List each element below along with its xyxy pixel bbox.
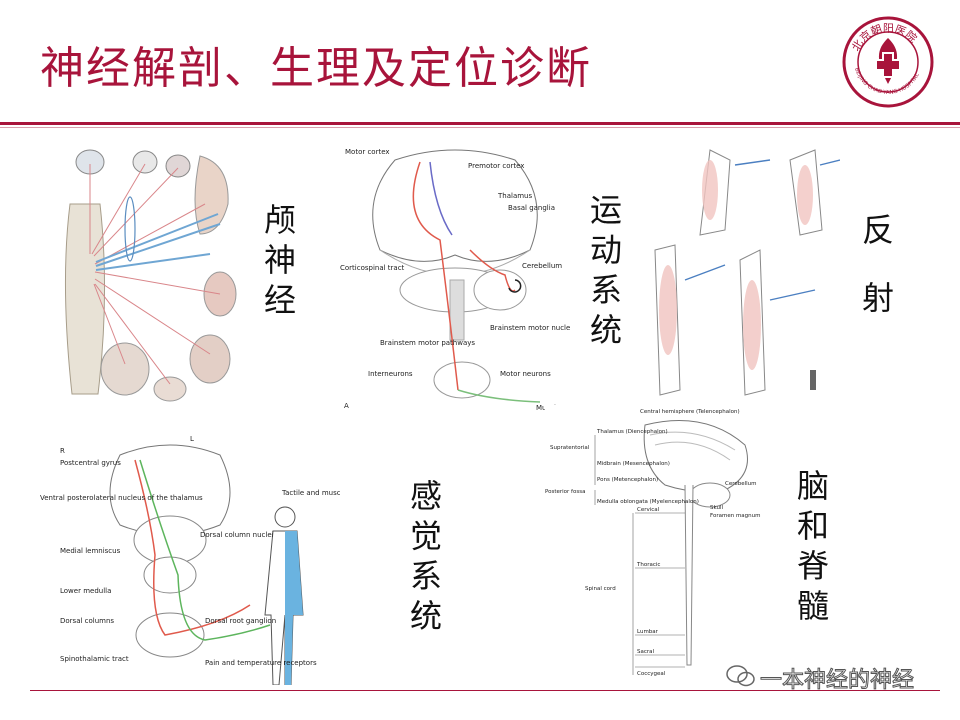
midbrain-label: Midbrain (Mesencephalon) [597,461,670,467]
dorsal-root-label: Dorsal root ganglion [205,617,276,625]
foramen-label: Foramen magnum [710,513,761,519]
sacral-label: Sacral [637,649,655,655]
dorsal-columns-label: Dorsal columns [60,617,114,625]
watermark-text: 一本神经的神经 [759,668,915,694]
cerebellum-label: Cerebellum [522,262,562,270]
medial-lemniscus-label: Medial lemniscus [60,547,121,555]
cerebellum-label-2: Cerebellum [725,481,757,487]
dorsal-column-nuclei-label: Dorsal column nuclei [200,531,274,539]
brain-spinal-cord-label: 脑和脊髓 [796,467,829,625]
premotor-label: Premotor cortex [468,162,524,170]
slide-title: 神经解剖、生理及定位诊断 [40,43,592,94]
spinothalamic-label: Spinothalamic tract [60,655,129,663]
hospital-logo: 北京朝阳医院 BEIJING CHAO-YANG HOSPITAL [842,16,934,108]
sensory-l-label: L [190,435,194,443]
pain-receptors-label: Pain and temperature receptors [205,659,317,667]
coccygeal-label: Coccygeal [637,671,666,677]
spinal-cord-label: Spinal cord [585,586,616,592]
brainstem-pathways-label: Brainstem motor pathways [380,339,475,347]
wechat-icon [726,665,755,687]
lower-medulla-label: Lower medulla [60,587,111,595]
sensory-r-label: R [60,447,65,455]
cranial-nerves-figure [50,144,240,406]
cranial-nerves-label: 颅神经 [263,201,296,319]
footer-divider [30,690,940,691]
title-divider [0,122,960,125]
sensory-system-label: 感觉系统 [409,477,442,635]
motor-neurons-label: Motor neurons [500,370,551,378]
cervical-label: Cervical [637,507,660,513]
supratentorial-label: Supratentorial [550,445,590,451]
motor-system-figure: Motor cortex Premotor cortex Thalamus Ba… [340,140,570,412]
sensory-system-figure: R L Postcentral gyrus Ventral posterolat… [40,435,340,685]
posterior-fossa-label: Posterior fossa [545,489,585,495]
interneurons-label: Interneurons [368,370,413,378]
panel-label: A [344,402,349,410]
thoracic-label: Thoracic [636,562,660,568]
reflex-figure [640,140,840,410]
title-divider-thin [0,127,960,128]
motor-system-label: 运动系统 [589,191,622,349]
motor-cortex-label: Motor cortex [345,148,390,156]
thalamus-label-2: Thalamus (Diencephalon) [596,429,668,435]
basal-ganglia-label: Basal ganglia [508,204,555,212]
pons-label: Pons (Metencephalon) [597,477,658,483]
brain-spinal-cord-figure: Central hemisphere (Telencephalon) Thala… [545,405,770,680]
tactile-receptors-label: Tactile and muscle receptors [281,489,340,497]
reflex-label: 反射 [861,211,894,317]
lumbar-label: Lumbar [637,629,659,635]
postcentral-label: Postcentral gyrus [60,459,121,467]
corticospinal-label: Corticospinal tract [340,264,405,272]
central-hemisphere-label: Central hemisphere (Telencephalon) [640,409,740,415]
thalamus-label: Thalamus [497,192,532,200]
vpl-label: Ventral posterolateral nucleus of the th… [40,494,203,502]
medulla-label: Medulla oblongata (Myelencephalon) [597,499,699,505]
skull-label: Skull [710,505,724,511]
brainstem-nuclei-label: Brainstem motor nuclei [490,324,570,332]
